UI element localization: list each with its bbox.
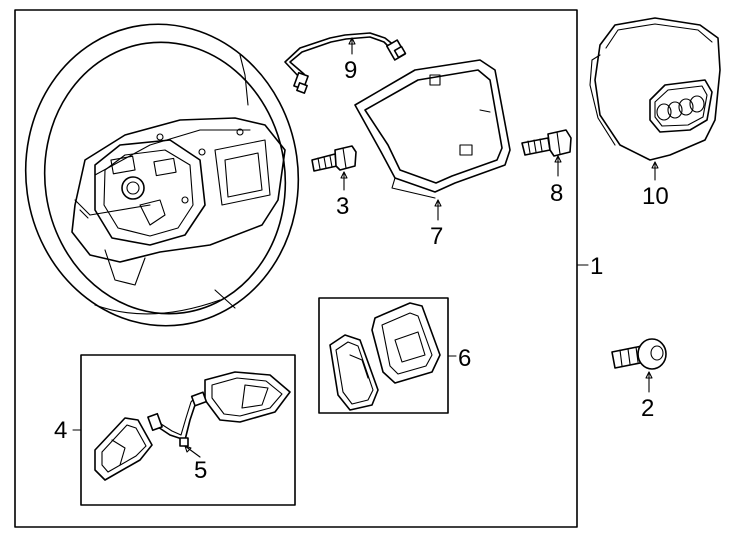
airbag-module-icon (589, 17, 721, 161)
callout-9: 9 (344, 57, 357, 84)
leader-lines (72, 37, 659, 458)
callout-4: 4 (54, 417, 67, 444)
callout-8: 8 (550, 180, 563, 207)
bolt-icon (611, 338, 667, 370)
callout-7: 7 (430, 223, 443, 250)
callout-5: 5 (194, 457, 207, 484)
switch-panel-icon (94, 371, 291, 481)
wire-harness-icon (284, 32, 407, 94)
callout-3: 3 (336, 193, 349, 220)
bolt-icon (311, 145, 357, 172)
switch-panel-icon (329, 302, 441, 411)
trim-cover-icon (354, 59, 511, 199)
assembly-frame (14, 9, 578, 528)
steering-wheel-icon (24, 23, 300, 327)
bolt-icon (521, 129, 572, 157)
callout-2: 2 (641, 395, 654, 422)
callout-6: 6 (458, 345, 471, 372)
callout-10: 10 (642, 183, 669, 210)
callout-1: 1 (590, 253, 603, 280)
wire-harness-icon (147, 391, 208, 447)
